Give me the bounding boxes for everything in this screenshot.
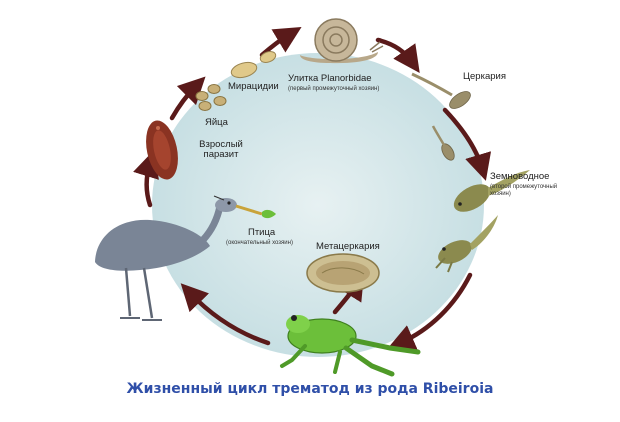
snail-label: Улитка Planorbidae xyxy=(288,73,372,84)
arrow-snail-to-cercaria xyxy=(375,37,420,74)
heron-icon xyxy=(95,195,276,321)
cercaria-icon xyxy=(431,125,455,161)
metacercaria-label: Метацеркария xyxy=(316,241,380,252)
snail-note: (первый промежуточный хозяин) xyxy=(288,86,380,92)
adult-parasite-icon xyxy=(146,120,178,180)
bird-label: Птица xyxy=(248,227,276,238)
arrow-frog-to-bird xyxy=(180,283,271,346)
tadpole-icon xyxy=(453,170,530,212)
arrow-bird-to-adult xyxy=(133,150,159,208)
metacercaria-icon xyxy=(306,253,380,293)
egg-icon xyxy=(195,84,227,111)
frog-icon xyxy=(280,315,421,377)
arrow-cercaria-to-amphibian xyxy=(442,107,492,181)
tadpole-icon xyxy=(435,215,498,273)
arrow-adult-to-eggs xyxy=(169,76,206,121)
miracidia-label: Мирацидии xyxy=(228,81,279,92)
background-disc xyxy=(152,53,484,357)
eggs-label: Яйца xyxy=(205,117,228,128)
diagram-caption: Жизненный цикл трематод из рода Ribeiroi… xyxy=(126,381,494,397)
amphibian-label: Земноводное xyxy=(490,171,550,182)
cycle-arrows xyxy=(133,27,492,351)
adult-label: Взрослый паразит xyxy=(199,139,243,161)
snail-icon xyxy=(300,18,384,64)
arrow-amphibian-to-frog xyxy=(387,272,473,351)
amphibian-note: (второй промежуточный хозяин) xyxy=(490,184,558,197)
bird-note: (окончательный хозяин) xyxy=(226,240,293,246)
cercaria-icon xyxy=(411,72,471,109)
miracidium-icon xyxy=(230,51,277,79)
cercaria-label: Церкария xyxy=(463,71,506,82)
